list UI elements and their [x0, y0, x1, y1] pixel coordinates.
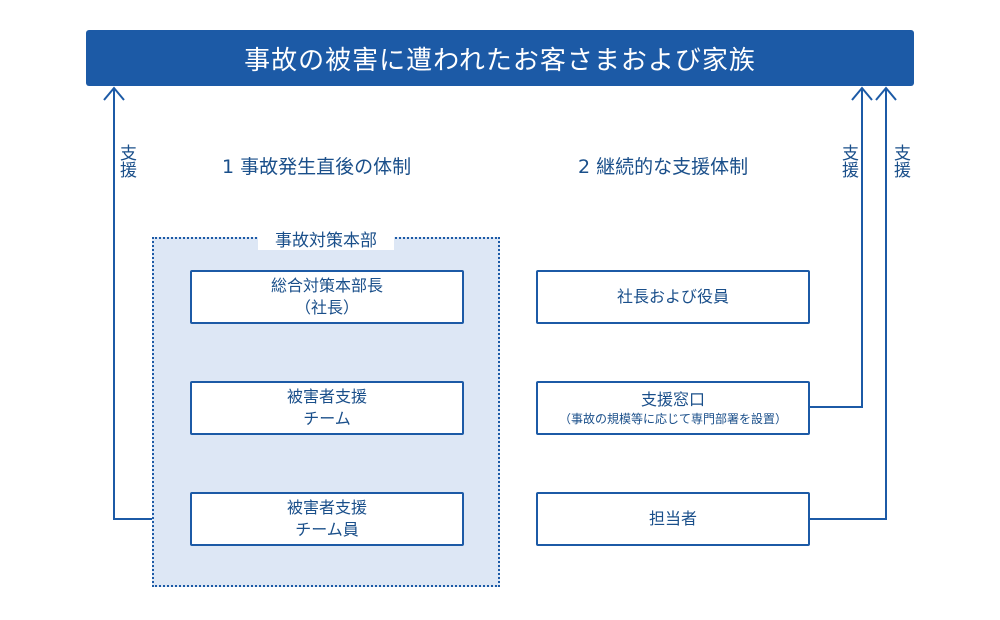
support-label-left: 支援: [116, 144, 136, 178]
box-person-in-charge: 担当者: [536, 492, 810, 546]
box-person-in-charge-line1: 担当者: [648, 509, 697, 528]
arrow-right-outer-support: [810, 88, 887, 520]
arrow-right-inner-support: [810, 88, 863, 408]
heading-immediate-structure: 1 事故発生直後の体制: [222, 156, 412, 178]
support-label-right-outer: 支援: [890, 144, 910, 178]
box-victim-support-team: 被害者支援 チーム: [190, 381, 464, 435]
box-president-executives: 社長および役員: [536, 270, 810, 324]
box-victim-support-member: 被害者支援 チーム員: [190, 492, 464, 546]
box-support-desk: 支援窓口 （事故の規模等に応じて専門部署を設置）: [536, 381, 810, 435]
support-label-right-inner: 支援: [838, 144, 858, 178]
box-president-executives-line1: 社長および役員: [616, 287, 729, 306]
box-chief-director-line1: 総合対策本部長: [270, 276, 383, 295]
box-support-desk-line1: 支援窓口: [640, 390, 705, 409]
box-victim-support-team-line2: チーム: [303, 409, 351, 428]
headquarters-title: 事故対策本部: [258, 226, 394, 251]
box-victim-support-member-line1: 被害者支援: [286, 498, 367, 517]
banner-title: 事故の被害に遭われたお客さまおよび家族: [244, 45, 756, 76]
box-chief-director: 総合対策本部長 （社長）: [190, 270, 464, 324]
box-victim-support-member-line2: チーム員: [295, 520, 359, 539]
heading-continuous-structure: 2 継続的な支援体制: [578, 156, 749, 178]
box-support-desk-note: （事故の規模等に応じて専門部署を設置）: [558, 412, 787, 426]
recipients-banner: 事故の被害に遭われたお客さまおよび家族: [86, 30, 914, 86]
arrowhead-left: [103, 86, 125, 101]
arrowhead-right-inner: [851, 86, 873, 101]
box-chief-director-line2: （社長）: [294, 298, 359, 317]
box-victim-support-team-line1: 被害者支援: [286, 387, 367, 406]
arrowhead-right-outer: [875, 86, 897, 101]
